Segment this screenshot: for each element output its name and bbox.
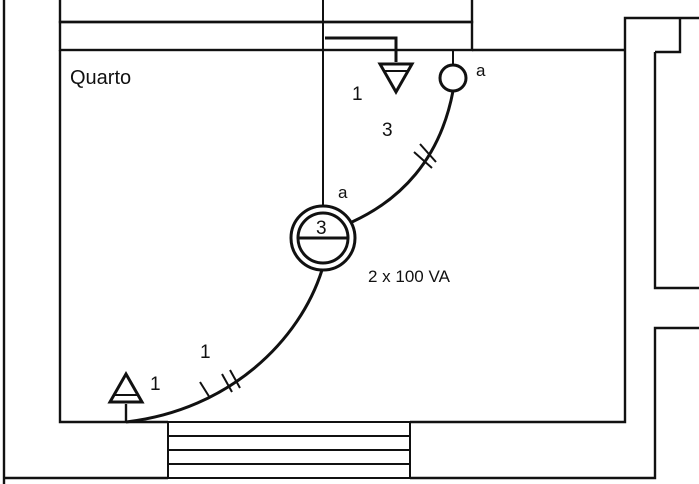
lamp-power: 2 x 100 VA — [368, 267, 451, 286]
wire-tick — [229, 369, 241, 389]
door-threshold — [167, 421, 411, 479]
lamp-circuit: 3 — [316, 218, 327, 239]
lower-wire-count: 1 — [200, 342, 211, 363]
lamp-to-outlet-wire — [125, 269, 324, 424]
upper-outlet-circuit: 1 — [352, 84, 363, 105]
switch-label: a — [476, 61, 486, 80]
switch-symbol — [438, 63, 468, 93]
outlet-branch-wire — [325, 36, 398, 62]
lower-outlet-symbol — [107, 370, 145, 422]
upper-outlet-symbol — [377, 62, 415, 96]
wire-tick — [419, 143, 437, 163]
ceiling-lamp-symbol — [289, 204, 357, 272]
wire-tick — [413, 151, 433, 169]
room-label: Quarto — [70, 67, 131, 89]
switch-wire-count: 3 — [382, 120, 393, 141]
lower-outlet-circuit: 1 — [150, 374, 161, 395]
wire-tick — [199, 381, 211, 399]
wire-tick — [221, 373, 233, 393]
lamp-switch-label: a — [338, 183, 348, 202]
switch-to-lamp-wire — [351, 90, 455, 224]
